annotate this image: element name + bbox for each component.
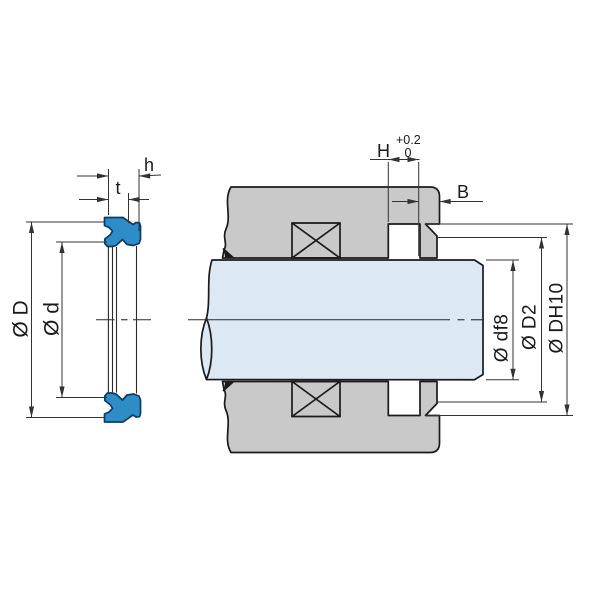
inner-diameter-label: Ø d (40, 302, 63, 336)
lip-bore-diameter-label: Ø D2 (520, 304, 541, 350)
groove-width-label: H (377, 141, 390, 161)
installation-view: H +0.2 0 B Ø df8 Ø D2 (188, 133, 573, 454)
lip-width-label: B (457, 182, 469, 202)
dimension-lip-width: B (392, 182, 483, 205)
dimension-shaft-diameter: Ø df8 (486, 259, 519, 381)
housing-upper-half (221, 186, 441, 259)
dimension-total-width: h (77, 155, 162, 231)
dimension-outer-diameter: Ø D (9, 221, 104, 418)
shaft-break-lens (205, 317, 213, 381)
seal-section-view: Ø D Ø d h t (9, 155, 162, 423)
dimension-inner-diameter: Ø d (40, 241, 107, 398)
dimension-groove-width: H +0.2 0 (370, 133, 421, 256)
dimension-groove-bore-diameter: Ø DH10 (425, 223, 573, 416)
seal-lip-width-label: t (115, 178, 120, 198)
groove-bore-diameter-label: Ø DH10 (547, 282, 568, 353)
groove-width-tol-lower: 0 (405, 146, 412, 160)
dimension-seal-lip-width: t (79, 178, 149, 223)
seal-profile-bottom (103, 392, 142, 423)
housing-lower-half (221, 380, 441, 454)
groove-width-tol-upper: +0.2 (396, 133, 421, 147)
dimension-lip-bore-diameter: Ø D2 (437, 237, 547, 403)
bore-chamfer-line (222, 248, 234, 259)
total-width-label: h (144, 155, 154, 175)
shaft-diameter-label: Ø df8 (492, 314, 513, 362)
outer-diameter-label: Ø D (9, 300, 32, 337)
bearing-symbol (291, 222, 341, 259)
bore-chamfer-notch (224, 250, 233, 258)
seal-profile-top (103, 216, 142, 248)
bearing-cross (291, 222, 341, 259)
